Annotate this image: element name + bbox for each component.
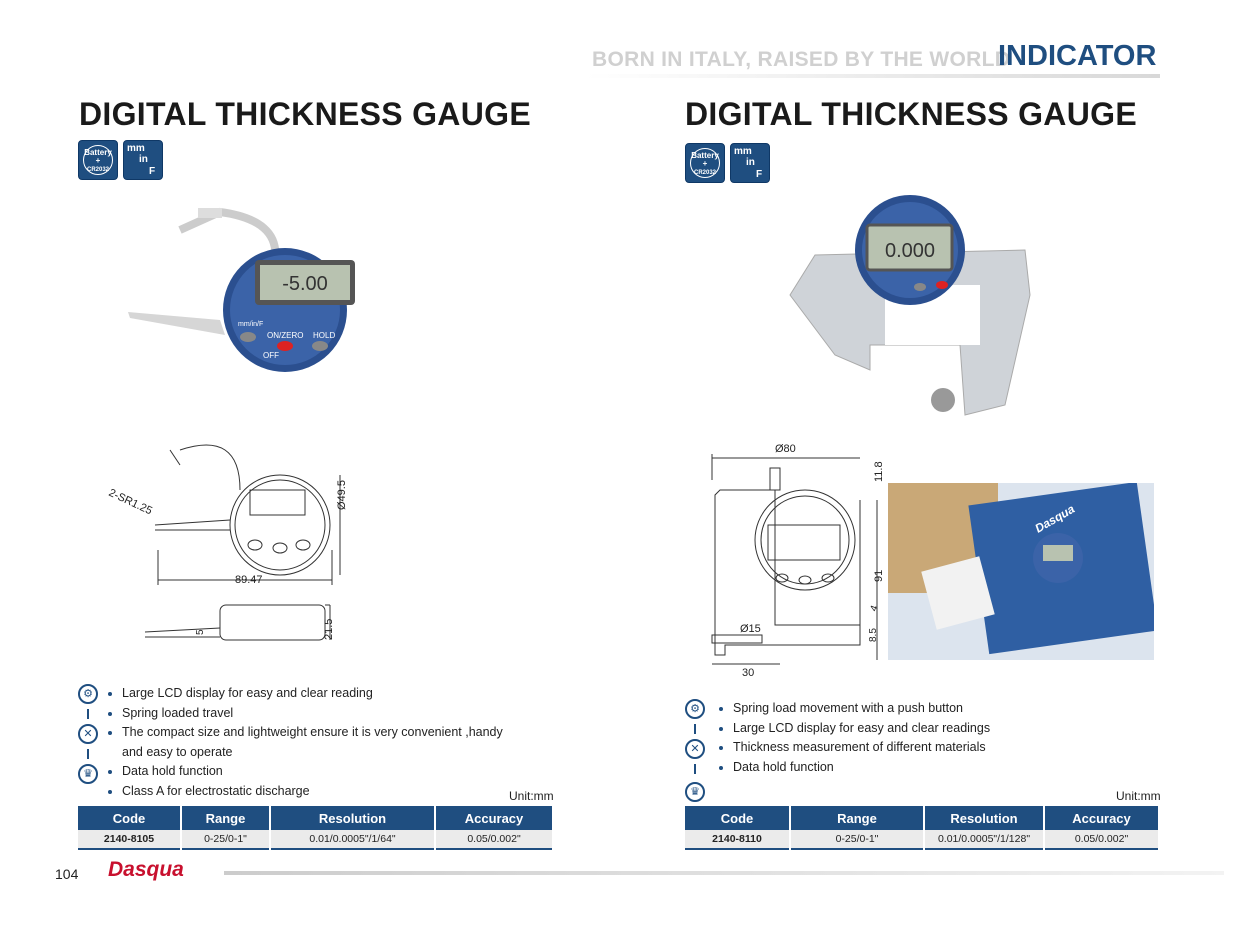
gear-icon: ⚙ [685,699,705,719]
unit-label: Unit:mm [1116,789,1161,803]
tools-icon: ✕ [78,724,98,744]
lcd-reading: -5.00 [282,273,328,295]
connector-line [694,764,696,774]
dim-label: 30 [742,667,754,679]
cell: 0-25/0-1" [182,830,269,850]
badge-text: Battery [84,148,112,157]
feature-item: Thickness measurement of different mater… [717,738,990,758]
product-photo-right: 0.000 [789,195,1031,416]
dim-label: 5 [195,629,206,635]
dim-label: Ø49.5 [336,480,348,510]
connector-line [87,749,89,759]
badge-text: Battery [691,151,719,160]
badge-text: CR2032 [693,170,716,176]
feature-item: Large LCD display for easy and clear rea… [717,719,990,739]
col-header: Resolution [271,806,434,830]
col-header: Range [791,806,923,830]
photo-label: ON/ZERO [267,331,303,340]
dim-label: 11.8 [873,461,885,482]
feature-list-right: Spring load movement with a push button … [717,699,990,777]
product-photo-left: -5.00 mm/in/F ON/ZERO HOLD OFF [128,207,355,372]
footer-divider [224,871,1224,875]
photo-label: HOLD [313,331,335,340]
feature-item: and easy to operate [122,744,233,759]
badge-text: in [139,154,148,165]
product-title-left: DIGITAL THICKNESS GAUGE [79,96,531,132]
col-header: Code [78,806,180,830]
page-number: 104 [55,866,79,882]
cell: 0.05/0.002" [1045,830,1158,850]
feature-item: Data hold function [717,758,990,778]
badge-text: mm [127,143,145,154]
lcd-reading: 0.000 [885,240,935,262]
badge-text: CR2032 [86,167,109,173]
battery-badge-icon: Battery+ CR2032 [685,143,725,183]
dim-label: Ø80 [775,443,796,455]
cell: 0.01/0.0005"/1/128" [925,830,1043,850]
feature-item: Data hold function [106,762,503,782]
gear-icon: ⚙ [78,684,98,704]
badge-text: + [95,156,101,165]
badge-text: mm [734,146,752,157]
cell: 2140-8105 [78,830,180,850]
col-header: Range [182,806,269,830]
brand-logo: Dasqua [108,858,184,881]
badge-text: F [756,169,763,180]
cell: 2140-8110 [685,830,789,850]
dim-label: Ø15 [740,623,761,635]
cell: 0.01/0.0005"/1/64" [271,830,434,850]
trophy-icon: ♛ [78,764,98,784]
packaging-photo: Dasqua [888,483,1154,660]
col-header: Accuracy [1045,806,1158,830]
header-divider [585,74,1160,78]
technical-drawing-right: Ø80 11.8 91 Ø15 4 8.5 30 [711,443,885,679]
feature-list-left: Large LCD display for easy and clear rea… [106,684,503,802]
col-header: Code [685,806,789,830]
connector-line [694,724,696,734]
battery-badge-icon: Battery+ CR2032 [78,140,118,180]
feature-item: Large LCD display for easy and clear rea… [106,684,503,704]
dim-label: 89.47 [235,574,263,586]
badge-text: F [149,166,156,177]
feature-item: Spring loaded travel [106,704,503,724]
product-title-right: DIGITAL THICKNESS GAUGE [685,96,1137,132]
cell: 0.05/0.002" [436,830,552,850]
dim-label: 91 [873,570,885,582]
section-title: INDICATOR [998,40,1157,72]
technical-drawing-left: 89.47 Ø49.5 2-SR1.25 5 21.5 [107,444,348,641]
badge-text: + [702,159,708,168]
slogan: BORN IN ITALY, RAISED BY THE WORLD [592,48,1011,71]
feature-item: Class A for electrostatic discharge [106,782,503,802]
dim-label: 8.5 [868,628,879,642]
feature-item: The compact size and lightweight ensure … [106,723,503,743]
col-header: Resolution [925,806,1043,830]
photo-label: OFF [263,351,279,360]
dim-label: 2-SR1.25 [107,487,154,518]
tools-icon: ✕ [685,739,705,759]
feature-item: Spring load movement with a push button [717,699,990,719]
dim-label: 4 [868,604,880,613]
col-header: Accuracy [436,806,552,830]
trophy-icon: ♛ [685,782,705,802]
unit-label: Unit:mm [509,789,554,803]
dim-label: 21.5 [323,619,335,640]
photo-label: mm/in/F [238,321,263,328]
cell: 0-25/0-1" [791,830,923,850]
connector-line [87,709,89,719]
badge-text: in [746,157,755,168]
